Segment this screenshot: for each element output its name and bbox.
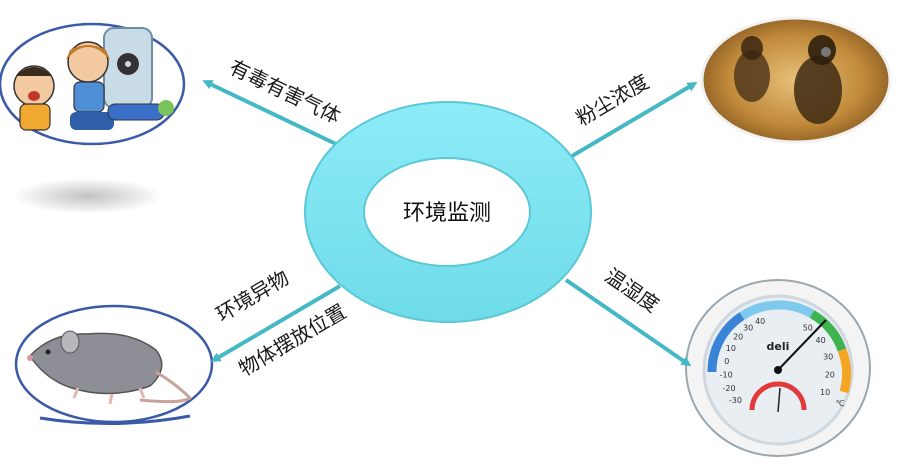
gauge-scale-label: 20	[825, 371, 835, 380]
girl-head-icon	[67, 41, 109, 83]
dust-image	[700, 16, 892, 144]
gauge-arc-green	[809, 310, 847, 352]
gauge-scale-label: 40	[755, 317, 765, 326]
gauge-arc-blue	[707, 312, 745, 373]
image-ellipse-edge	[39, 414, 191, 426]
ellipse-shadow	[13, 178, 163, 214]
center-label: 环境监测	[403, 201, 491, 226]
foreign-object-image	[14, 304, 214, 426]
gauge-scale-label: -10	[720, 371, 733, 380]
worker-silhouette-icon	[794, 56, 842, 124]
gauge-scale-label: 10	[820, 388, 830, 397]
arrow-toxic-gas	[202, 80, 337, 146]
label-toxic-gas: 有毒有害气体	[226, 55, 345, 128]
gauge-needle	[777, 319, 827, 371]
humidity-arc	[749, 381, 807, 411]
gauge-scale-label: 30	[823, 353, 833, 362]
gauge-unit: ℃	[836, 399, 845, 408]
gauge-brand: deli	[767, 340, 790, 353]
gauge-scale-label: 20	[733, 333, 743, 342]
gauge-scale-label: -20	[723, 384, 736, 393]
arrow-foreign-object	[210, 284, 342, 363]
worker-silhouette-icon	[734, 50, 770, 102]
gauge-scale-label: 30	[743, 323, 753, 332]
arrow-dust	[570, 81, 698, 158]
gauge-scale-label: 50	[803, 323, 813, 332]
label-dust: 粉尘浓度	[572, 69, 653, 130]
gauge-arc-orange	[837, 348, 852, 394]
gauge-arc-light	[739, 300, 815, 320]
gauge-scale-label: 0	[724, 357, 729, 366]
arrow-temp-humidity	[564, 278, 692, 367]
toxic-gas-image	[0, 22, 186, 214]
gauge-scale-label: -30	[729, 396, 742, 405]
center-ring-hole	[363, 157, 531, 267]
gauge-scale-label: 40	[816, 336, 826, 345]
label-foreign-object-line1: 环境异物	[212, 265, 293, 326]
gauge-scale-label: 10	[726, 344, 736, 353]
